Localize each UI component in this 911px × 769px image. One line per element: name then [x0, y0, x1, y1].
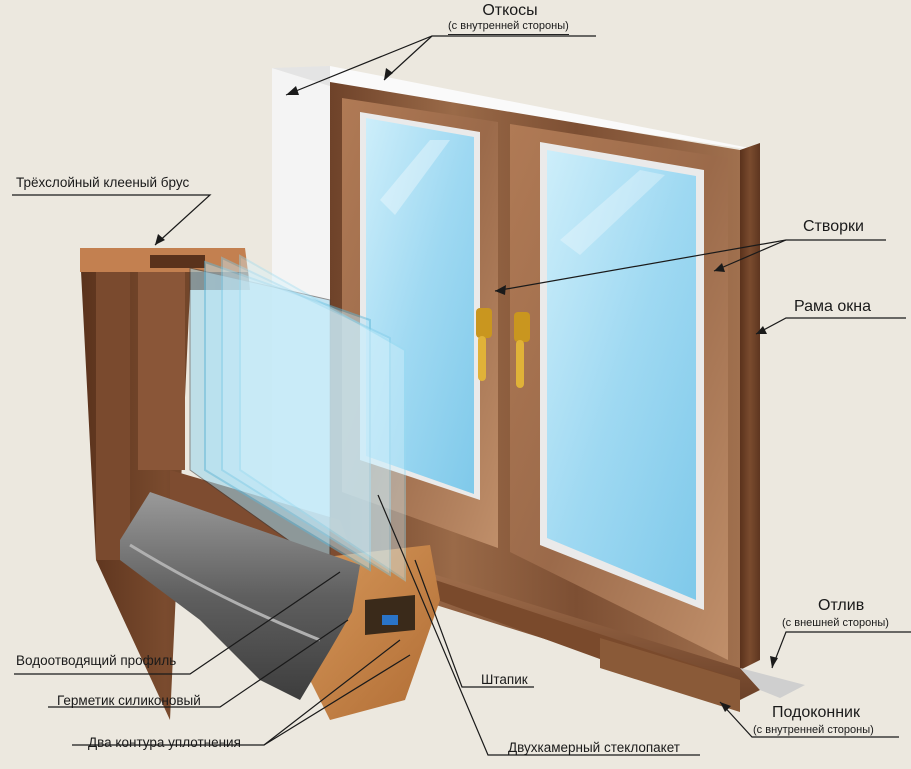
windowsill: [410, 570, 805, 712]
label-podokonnik-sub: (с внутренней стороны): [753, 724, 874, 736]
label-vodootvod: Водоотводящий профиль: [16, 653, 177, 668]
drip-profile: [120, 492, 360, 700]
label-brus: Трёхслойный клееный брус: [16, 175, 190, 190]
label-germetik: Герметик силиконовый: [57, 693, 201, 708]
arrowheads: [155, 68, 778, 712]
label-kontur: Два контура уплотнения: [88, 735, 241, 750]
label-rama: Рама окна: [794, 298, 872, 315]
label-otkosy: Откосы: [482, 2, 538, 19]
label-stvorki: Створки: [803, 218, 864, 235]
label-otliv: Отлив: [818, 597, 865, 614]
label-podokonnik: Подоконник: [772, 704, 860, 721]
window-handles: [476, 308, 530, 388]
label-otliv-sub: (с внешней стороны): [782, 617, 889, 629]
glass-unit: [189, 254, 406, 582]
leader-lines: [12, 35, 911, 756]
label-shtapik: Штапик: [481, 672, 528, 687]
left-sash: [342, 98, 498, 548]
label-otkosy-sub: (с внутренней стороны): [448, 20, 569, 35]
label-steklopaket: Двухкамерный стеклопакет: [508, 740, 680, 755]
